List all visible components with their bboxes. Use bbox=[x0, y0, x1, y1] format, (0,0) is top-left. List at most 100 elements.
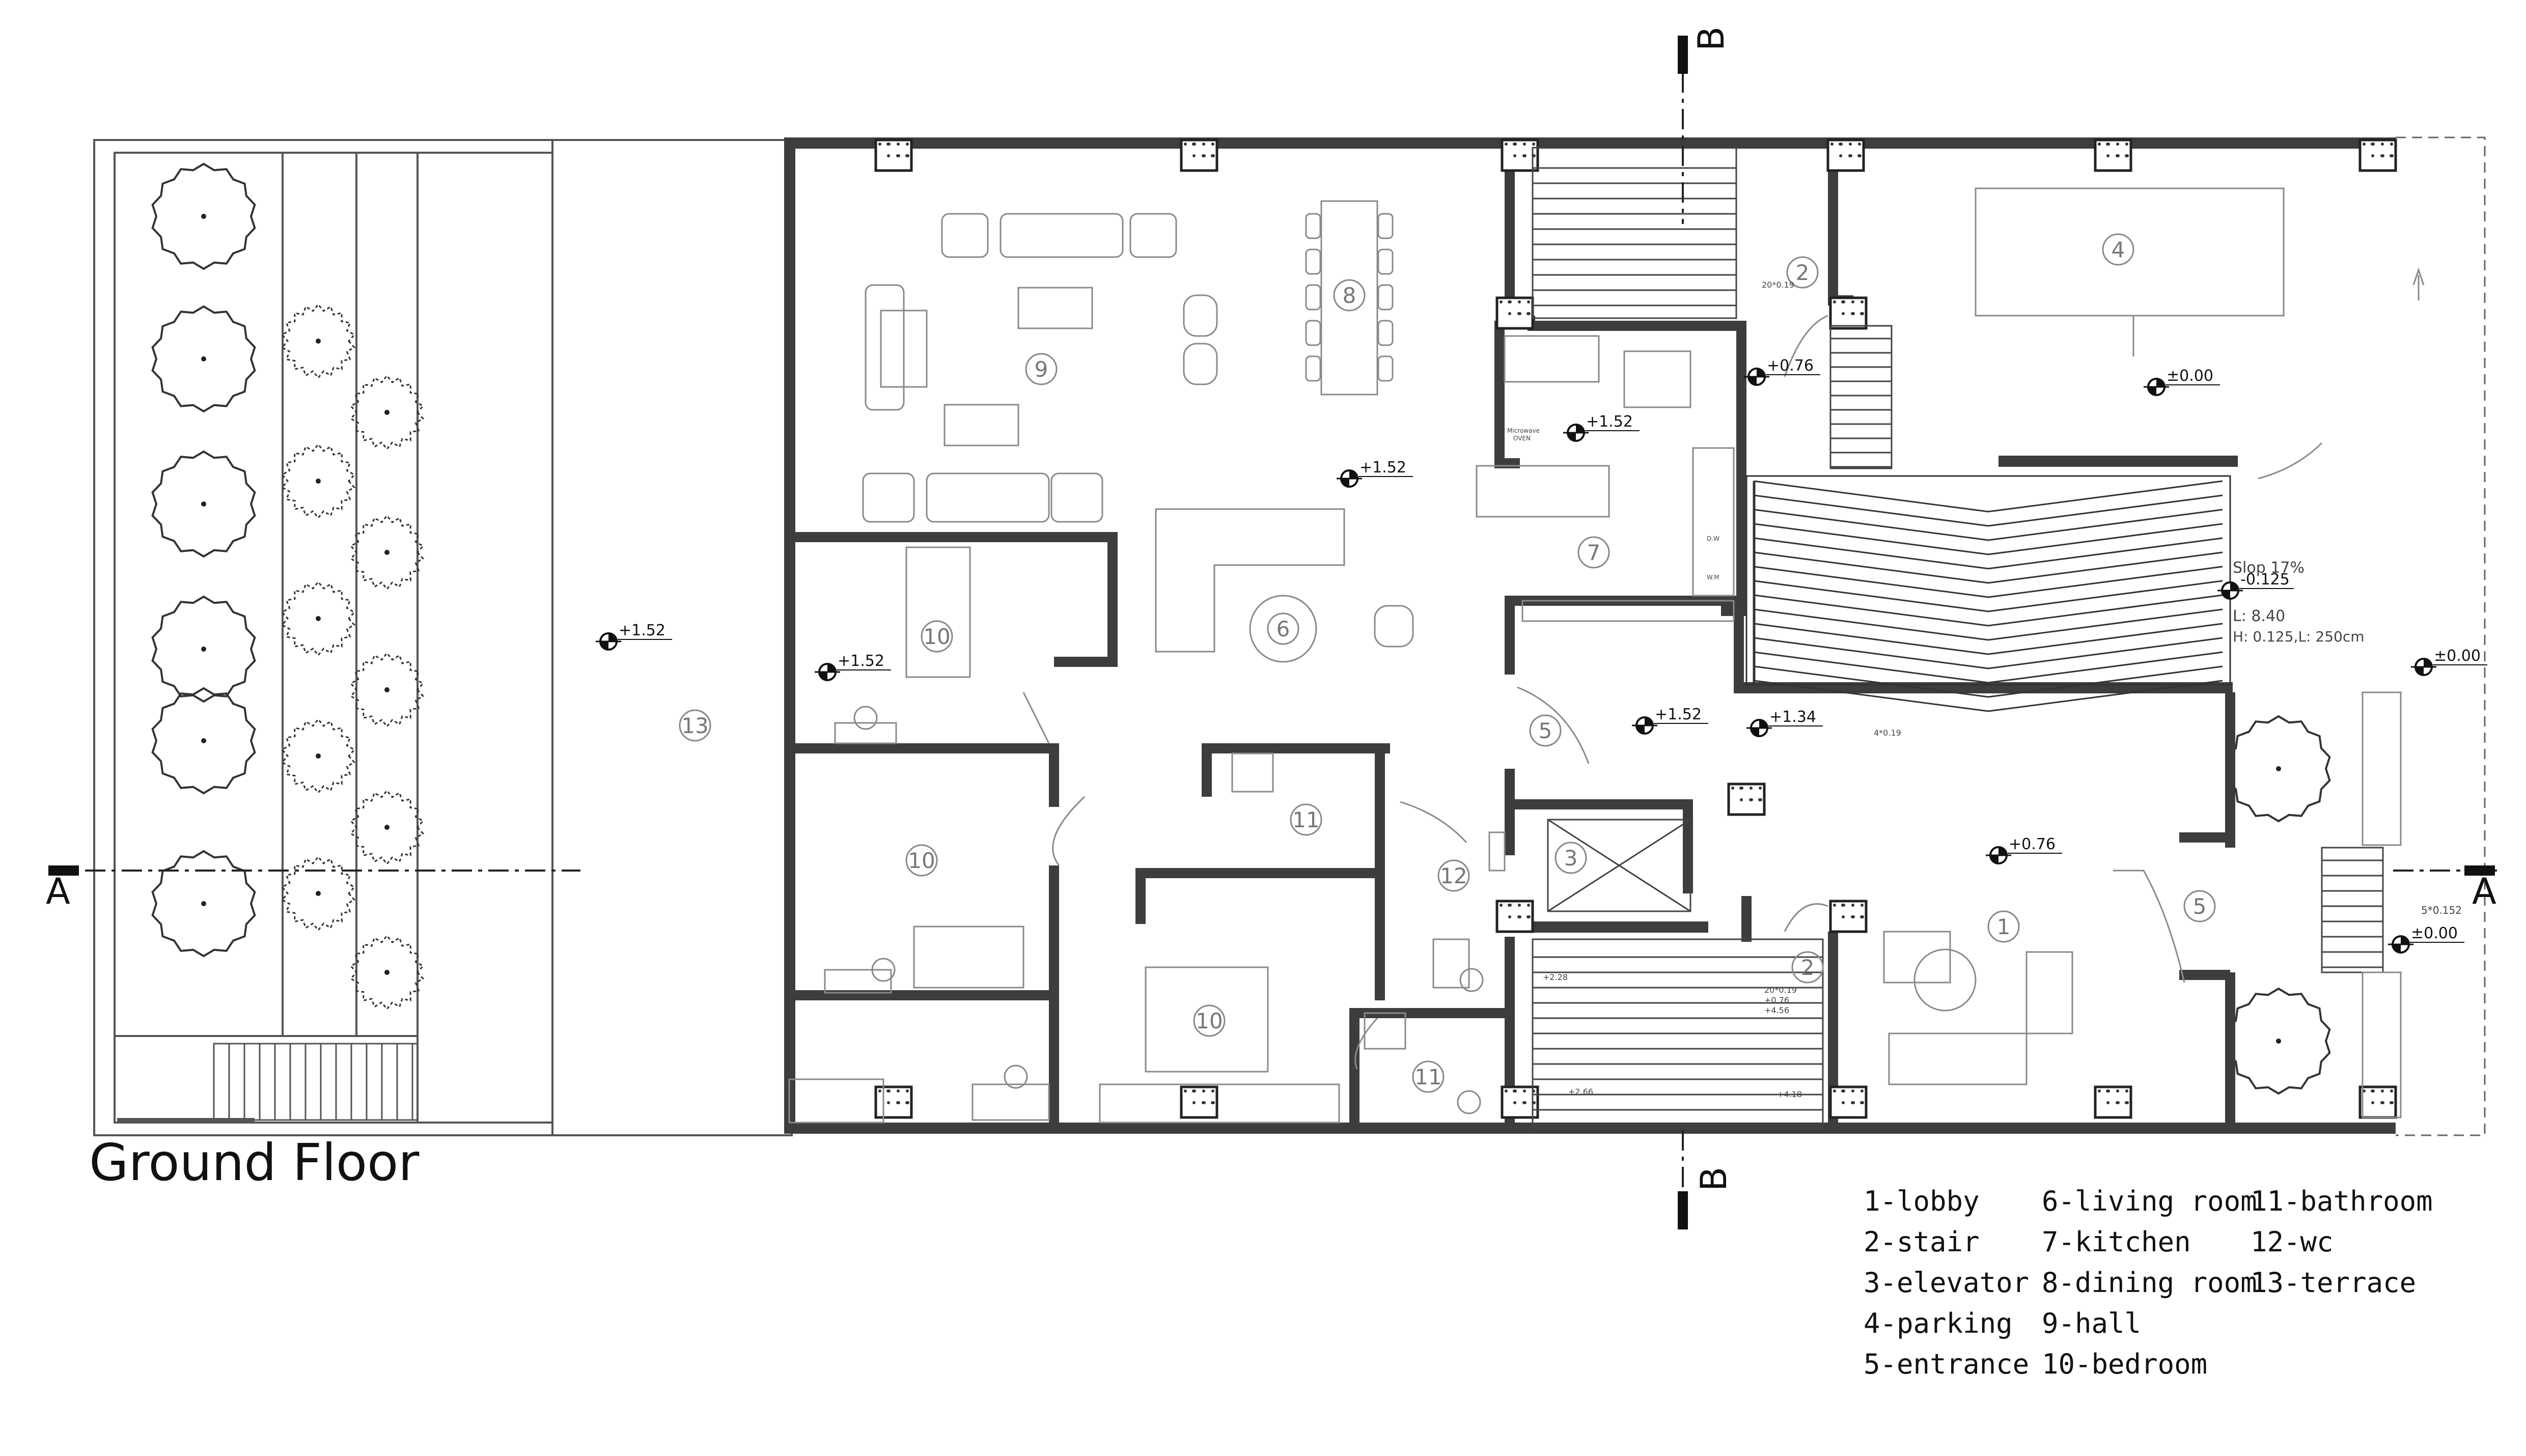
room-label: 1 bbox=[1987, 910, 2020, 943]
tree-small bbox=[281, 443, 356, 519]
column-hatch bbox=[1518, 904, 1521, 907]
desk-chair bbox=[871, 958, 896, 982]
stair-level-2: +2.66 bbox=[1568, 1087, 1593, 1097]
column-hatch bbox=[1523, 143, 1526, 146]
room-number: 5 bbox=[2193, 894, 2207, 919]
column-hatch bbox=[1842, 915, 1845, 918]
column-outline bbox=[1829, 296, 1868, 330]
column-hatch bbox=[1841, 1089, 1844, 1093]
toilet bbox=[1432, 938, 1470, 989]
column-hatch bbox=[1211, 154, 1214, 157]
door-swing bbox=[1052, 796, 1086, 866]
stairs bbox=[1532, 147, 2384, 1129]
tree-canopy bbox=[151, 850, 256, 958]
column-hatch bbox=[2116, 1101, 2119, 1104]
structural-columns bbox=[874, 138, 2397, 1119]
room-label: 6 bbox=[1267, 612, 1299, 645]
door-swing bbox=[2258, 442, 2323, 480]
room-label-circle bbox=[2183, 890, 2216, 922]
column-hatch bbox=[1522, 154, 1525, 157]
room-number: 10 bbox=[908, 848, 935, 873]
column-hatch bbox=[1861, 904, 1864, 907]
level-value: -0.125 bbox=[2240, 571, 2290, 589]
room-number: 10 bbox=[1196, 1009, 1223, 1033]
column-hatch bbox=[2390, 1101, 2393, 1104]
section-a-right: A bbox=[2472, 871, 2496, 912]
room-number: 6 bbox=[1276, 617, 1290, 641]
tree-trunk bbox=[201, 901, 206, 906]
wash-basin bbox=[1488, 831, 1506, 872]
ramp-chevron bbox=[1754, 594, 2223, 627]
dresser bbox=[971, 1083, 1050, 1121]
column-hatch bbox=[1851, 904, 1854, 907]
entrance-door-swing bbox=[2113, 870, 2185, 983]
column-hatch bbox=[1526, 915, 1530, 918]
stool bbox=[1004, 1065, 1028, 1089]
column-hatch bbox=[1860, 1101, 1863, 1104]
tree-canopy bbox=[349, 374, 425, 451]
door-swing bbox=[1784, 315, 1828, 377]
column-hatch bbox=[1184, 1089, 1187, 1093]
legend-item: 6-living room bbox=[2042, 1185, 2257, 1217]
tree-large bbox=[2226, 987, 2331, 1095]
column-hatch bbox=[2363, 143, 2366, 146]
level-value: +1.52 bbox=[1359, 459, 1406, 477]
level-marks: +1.52+1.52+1.52+1.52+1.52+1.34+0.76+0.76… bbox=[596, 357, 2487, 954]
dining-chair bbox=[1377, 355, 1394, 382]
column-hatch bbox=[1202, 154, 1205, 157]
level-mark: +1.52 bbox=[1632, 706, 1708, 735]
tree-canopy bbox=[151, 305, 256, 413]
kitchen-sink-counter bbox=[1692, 447, 1735, 597]
room-label-circle bbox=[905, 844, 938, 877]
column bbox=[1826, 138, 1865, 172]
column-hatch bbox=[1513, 143, 1516, 146]
door-swing bbox=[1517, 686, 1590, 764]
room-label: 10 bbox=[905, 844, 938, 877]
legend-item: 13-terrace bbox=[2251, 1267, 2417, 1299]
tree-small bbox=[349, 652, 425, 728]
column bbox=[1829, 1085, 1868, 1119]
column-hatch bbox=[1842, 1101, 1845, 1104]
room-number: 3 bbox=[1564, 846, 1578, 871]
column bbox=[874, 1085, 913, 1119]
room-number: 2 bbox=[1801, 955, 1815, 980]
room-label: 5 bbox=[2183, 890, 2216, 922]
round-table bbox=[1913, 948, 1977, 1012]
entrance-step-note: 5*0.152 bbox=[2421, 904, 2462, 916]
column-hatch bbox=[1731, 787, 1734, 790]
dining-chair bbox=[1305, 284, 1321, 311]
room-number: 10 bbox=[923, 624, 950, 649]
legend-item: 11-bathroom bbox=[2251, 1185, 2433, 1217]
column-hatch bbox=[1861, 300, 1864, 303]
tree-trunk bbox=[2276, 1039, 2281, 1044]
column-hatch bbox=[1517, 915, 1520, 918]
parking-barrier bbox=[1998, 456, 2238, 467]
column-hatch bbox=[878, 1089, 881, 1093]
tree-trunk bbox=[316, 339, 321, 344]
terrace-steps bbox=[788, 1078, 884, 1124]
column bbox=[2358, 1085, 2397, 1119]
column-hatch bbox=[1848, 154, 1851, 157]
level-value: +0.76 bbox=[2009, 835, 2056, 853]
level-mark: +1.52 bbox=[596, 622, 672, 651]
level-mark: +1.52 bbox=[1337, 459, 1413, 488]
stair-note-bottom-1: 20*0.19 bbox=[1764, 985, 1797, 995]
column bbox=[1495, 296, 1534, 330]
column-hatch bbox=[897, 143, 900, 146]
door-swing bbox=[1354, 1017, 1378, 1070]
tree-large bbox=[151, 687, 256, 795]
tree-trunk bbox=[316, 891, 321, 896]
round-coffee-table bbox=[1249, 595, 1317, 663]
sofa bbox=[1000, 213, 1124, 258]
column-hatch bbox=[1513, 1101, 1516, 1104]
wardrobe bbox=[1099, 1083, 1340, 1124]
tree-trunk bbox=[2276, 766, 2281, 771]
legend-item: 3-elevator bbox=[1864, 1267, 2030, 1299]
column-hatch bbox=[905, 154, 908, 157]
room-number: 1 bbox=[1997, 914, 2011, 939]
shower-basin bbox=[1364, 1012, 1406, 1050]
elevator-shaft bbox=[1547, 819, 1691, 912]
elevator-cross bbox=[1547, 819, 1691, 912]
column-hatch bbox=[1857, 154, 1861, 157]
column-hatch bbox=[905, 1101, 908, 1104]
